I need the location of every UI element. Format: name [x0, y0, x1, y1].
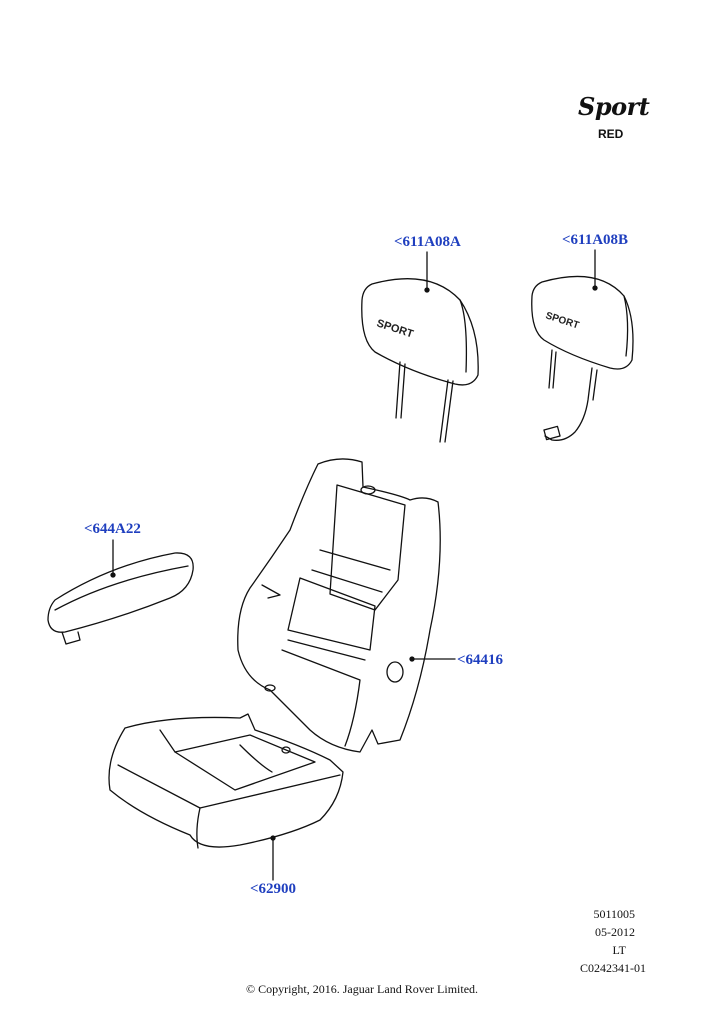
- leader-dot: [424, 287, 430, 293]
- brand-logo: Sport: [578, 92, 650, 121]
- copyright-text: © Copyright, 2016. Jaguar Land Rover Lim…: [245, 982, 479, 996]
- seat-back-drawing: [237, 458, 441, 753]
- leader-dot: [110, 572, 116, 578]
- headrest-b-drawing: SPORT: [531, 249, 634, 441]
- date-code: 05-2012: [595, 925, 635, 939]
- callout-headrest-a[interactable]: <611A08A: [394, 234, 461, 250]
- drawing-number: C0242341-01: [580, 961, 646, 975]
- leader-dot: [270, 835, 276, 841]
- callout-seat-cushion[interactable]: <62900: [250, 881, 297, 897]
- armrest-drawing: [47, 539, 194, 645]
- headrest-b-label: SPORT: [544, 310, 580, 331]
- headrest-a-drawing: SPORT: [361, 251, 479, 443]
- headrest-a-label: SPORT: [375, 317, 415, 340]
- region-code: LT: [612, 943, 626, 957]
- seat-cushion-drawing: [108, 713, 344, 849]
- brand-variant: RED: [598, 127, 624, 141]
- leader-dot: [409, 656, 415, 662]
- callout-armrest[interactable]: <644A22: [84, 521, 141, 537]
- callout-seat-back[interactable]: <64416: [457, 652, 504, 668]
- callout-headrest-b[interactable]: <611A08B: [562, 232, 629, 248]
- leader-dot: [592, 285, 598, 291]
- part-code: 5011005: [593, 907, 635, 921]
